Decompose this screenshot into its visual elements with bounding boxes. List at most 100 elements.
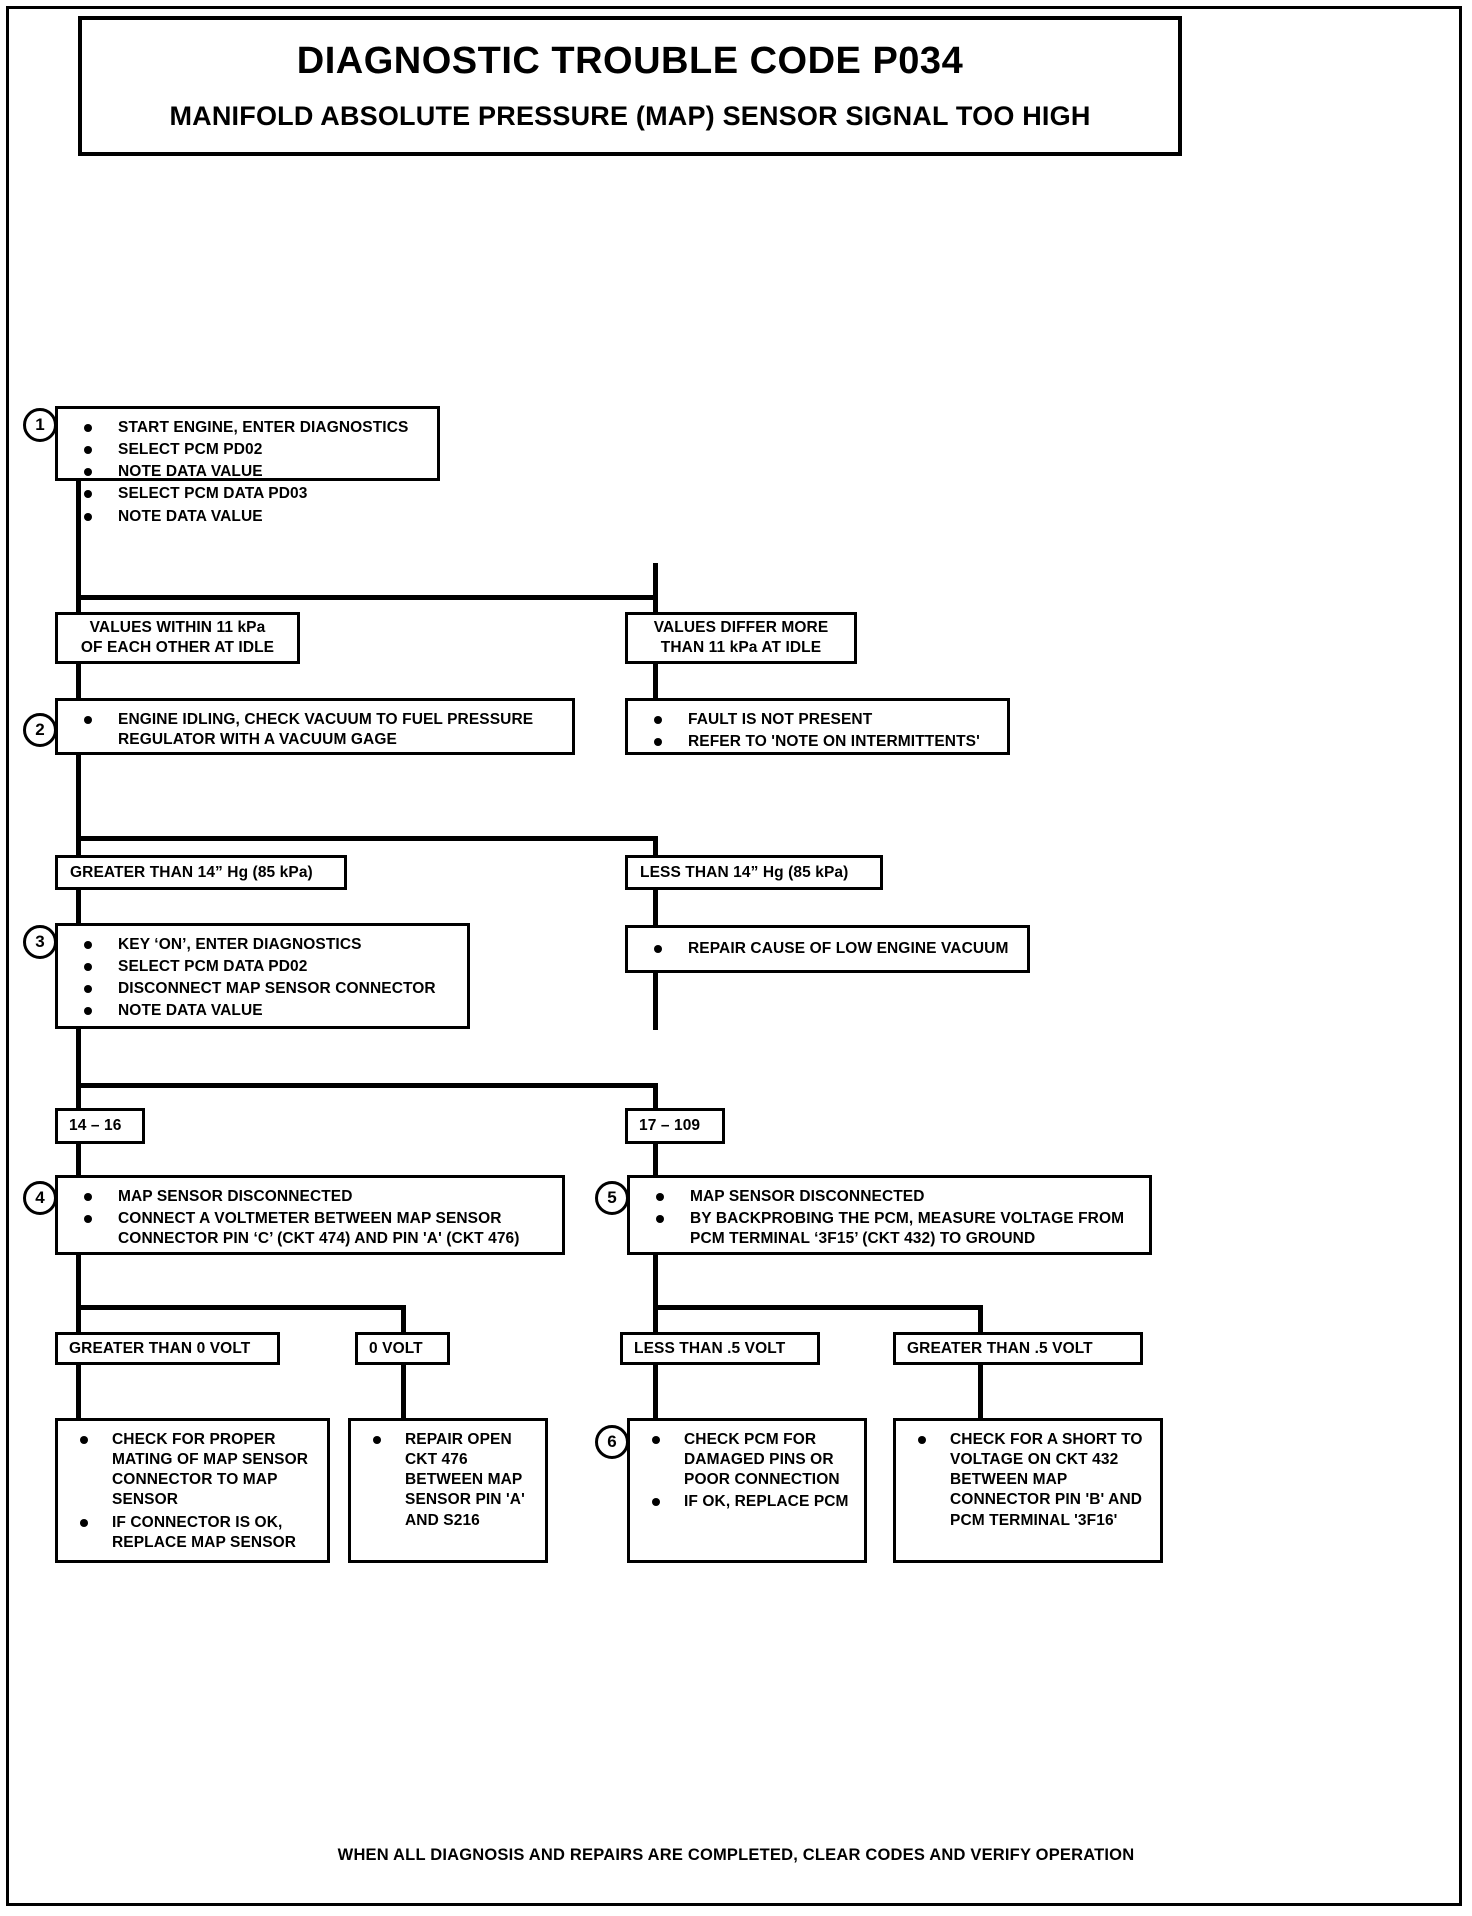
step-marker-4: 4 bbox=[23, 1181, 57, 1215]
bullet-line: PCM TERMINAL '3F16' bbox=[950, 1511, 1118, 1529]
list-item: BY BACKPROBING THE PCM, MEASURE VOLTAGE … bbox=[644, 1209, 1139, 1249]
bullet-line: NOTE DATA VALUE bbox=[118, 507, 263, 525]
bullet-line: ENGINE IDLING, CHECK VACUUM TO FUEL PRES… bbox=[118, 711, 534, 728]
step2-bullet-list: ENGINE IDLING, CHECK VACUUM TO FUEL PRES… bbox=[72, 710, 562, 750]
step-marker-6: 6 bbox=[595, 1425, 629, 1459]
bullet-line: REPAIR CAUSE OF LOW ENGINE VACUUM bbox=[688, 939, 1009, 957]
node-values-differ-11kpa: VALUES DIFFER MORE THAN 11 kPa AT IDLE bbox=[625, 612, 857, 664]
bullet-line: START ENGINE, ENTER DIAGNOSTICS bbox=[118, 419, 409, 436]
node-step2: ENGINE IDLING, CHECK VACUUM TO FUEL PRES… bbox=[55, 698, 575, 755]
bullet-icon bbox=[80, 1518, 88, 1527]
connector-step1-split bbox=[76, 595, 658, 600]
list-item: SELECT PCM DATA PD02 bbox=[72, 957, 457, 977]
node-check-short-ckt432: CHECK FOR A SHORT TO VOLTAGE ON CKT 432 … bbox=[893, 1418, 1163, 1563]
bullet-icon bbox=[652, 1436, 660, 1444]
cond-line: OF EACH OTHER AT IDLE bbox=[80, 639, 275, 656]
list-item: NOTE DATA VALUE bbox=[72, 507, 427, 527]
step-number-6: 6 bbox=[607, 1432, 617, 1451]
bullet-icon bbox=[84, 941, 92, 949]
list-item: ENGINE IDLING, CHECK VACUUM TO FUEL PRES… bbox=[72, 710, 562, 750]
connector-step2-stem bbox=[76, 655, 81, 855]
cond-line: 0 VOLT bbox=[369, 1339, 423, 1357]
connector-step2-split bbox=[76, 836, 658, 841]
bullet-line: CHECK FOR PROPER bbox=[112, 1431, 276, 1448]
step-marker-5: 5 bbox=[595, 1181, 629, 1215]
bullet-line: SELECT PCM PD02 bbox=[118, 441, 263, 459]
bullet-line: CONNECTOR TO MAP bbox=[112, 1471, 278, 1489]
bullet-line: CONNECTOR PIN ‘C’ (CKT 474) AND PIN 'A' … bbox=[118, 1230, 520, 1248]
node-range-14-16: 14 – 16 bbox=[55, 1108, 145, 1144]
bullet-icon bbox=[84, 446, 92, 455]
node-fault-not-present: FAULT IS NOT PRESENT REFER TO 'NOTE ON I… bbox=[625, 698, 1010, 755]
fault-bullet-list: FAULT IS NOT PRESENT REFER TO 'NOTE ON I… bbox=[642, 710, 997, 752]
bullet-line: SELECT PCM DATA PD03 bbox=[118, 485, 308, 503]
bullet-line: FAULT IS NOT PRESENT bbox=[688, 711, 873, 728]
cond-line: GREATER THAN .5 VOLT bbox=[907, 1339, 1093, 1357]
bullet-icon bbox=[80, 1436, 88, 1444]
bullet-line: IF CONNECTOR IS OK, bbox=[112, 1513, 283, 1531]
bullet-icon bbox=[918, 1436, 926, 1444]
repair-open-bullet-list: REPAIR OPEN CKT 476 BETWEEN MAP SENSOR P… bbox=[365, 1430, 535, 1531]
cond-line: LESS THAN 14” Hg (85 kPa) bbox=[640, 863, 849, 881]
bullet-icon bbox=[654, 716, 662, 724]
list-item: NOTE DATA VALUE bbox=[72, 1001, 457, 1021]
bullet-line: KEY ‘ON’, ENTER DIAGNOSTICS bbox=[118, 936, 362, 953]
connector-17109-down bbox=[653, 1105, 658, 1185]
list-item: IF CONNECTOR IS OK, REPLACE MAP SENSOR bbox=[72, 1513, 317, 1553]
node-values-within-11kpa: VALUES WITHIN 11 kPa OF EACH OTHER AT ID… bbox=[55, 612, 300, 664]
bullet-line: CHECK FOR A SHORT TO bbox=[950, 1431, 1143, 1448]
list-item: DISCONNECT MAP SENSOR CONNECTOR bbox=[72, 979, 457, 999]
connector-step5-split bbox=[653, 1305, 983, 1310]
bullet-icon bbox=[84, 716, 92, 724]
bullet-line: MAP SENSOR DISCONNECTED bbox=[118, 1188, 353, 1205]
step-number-5: 5 bbox=[607, 1188, 617, 1207]
bullet-icon bbox=[652, 1498, 660, 1507]
bullet-icon bbox=[654, 944, 662, 953]
connector-step5-right-drop bbox=[978, 1305, 983, 1335]
bullet-line: CHECK PCM FOR bbox=[684, 1431, 817, 1448]
connector-step3-split bbox=[76, 1083, 658, 1088]
bullet-line: BETWEEN MAP bbox=[405, 1471, 523, 1489]
list-item: MAP SENSOR DISCONNECTED bbox=[72, 1187, 552, 1207]
step4-bullet-list: MAP SENSOR DISCONNECTED CONNECT A VOLTME… bbox=[72, 1187, 552, 1249]
list-item: NOTE DATA VALUE bbox=[72, 462, 427, 482]
list-item: CHECK FOR A SHORT TO VOLTAGE ON CKT 432 … bbox=[910, 1430, 1150, 1531]
connector-gt5v-down bbox=[978, 1360, 983, 1420]
list-item: CONNECT A VOLTMETER BETWEEN MAP SENSOR C… bbox=[72, 1209, 552, 1249]
bullet-icon bbox=[84, 1215, 92, 1224]
cond-line: VALUES WITHIN 11 kPa bbox=[89, 619, 266, 637]
step3-bullet-list: KEY ‘ON’, ENTER DIAGNOSTICS SELECT PCM D… bbox=[72, 935, 457, 1022]
bullet-line: NOTE DATA VALUE bbox=[118, 463, 263, 481]
list-item: SELECT PCM DATA PD03 bbox=[72, 484, 427, 504]
bullet-line: IF OK, REPLACE PCM bbox=[684, 1493, 849, 1511]
bullet-line: NOTE DATA VALUE bbox=[118, 1002, 263, 1020]
connector-step4-split bbox=[76, 1305, 406, 1310]
list-item: CHECK PCM FOR DAMAGED PINS OR POOR CONNE… bbox=[644, 1430, 854, 1490]
node-greater-than-point5-volt: GREATER THAN .5 VOLT bbox=[893, 1332, 1143, 1365]
list-item: REFER TO 'NOTE ON INTERMITTENTS' bbox=[642, 732, 997, 752]
bullet-icon bbox=[373, 1436, 381, 1444]
node-repair-low-vacuum: REPAIR CAUSE OF LOW ENGINE VACUUM bbox=[625, 925, 1030, 973]
cond-line: GREATER THAN 14” Hg (85 kPa) bbox=[70, 863, 313, 881]
node-greater-than-0-volt: GREATER THAN 0 VOLT bbox=[55, 1332, 280, 1365]
cond-line: GREATER THAN 0 VOLT bbox=[69, 1339, 251, 1357]
bullet-line: REGULATOR WITH A VACUUM GAGE bbox=[118, 731, 397, 749]
check-short-bullet-list: CHECK FOR A SHORT TO VOLTAGE ON CKT 432 … bbox=[910, 1430, 1150, 1531]
node-step1: START ENGINE, ENTER DIAGNOSTICS SELECT P… bbox=[55, 406, 440, 525]
bullet-line: REPLACE MAP SENSOR bbox=[112, 1533, 297, 1551]
node-check-mating: CHECK FOR PROPER MATING OF MAP SENSOR CO… bbox=[55, 1418, 330, 1563]
list-item: KEY ‘ON’, ENTER DIAGNOSTICS bbox=[72, 935, 457, 955]
node-less-than-14hg: LESS THAN 14” Hg (85 kPa) bbox=[625, 855, 883, 890]
connector-step3-stem bbox=[76, 1000, 81, 1140]
bullet-icon bbox=[84, 1193, 92, 1201]
bullet-line: PCM TERMINAL ‘3F15’ (CKT 432) TO GROUND bbox=[690, 1230, 1036, 1248]
node-0-volt: 0 VOLT bbox=[355, 1332, 450, 1365]
bullet-icon bbox=[656, 1193, 664, 1201]
node-step4: MAP SENSOR DISCONNECTED CONNECT A VOLTME… bbox=[55, 1175, 565, 1255]
bullet-icon bbox=[84, 424, 92, 432]
connector-step3-right-drop bbox=[653, 1083, 658, 1108]
footer-note: WHEN ALL DIAGNOSIS AND REPAIRS ARE COMPL… bbox=[337, 1846, 1135, 1864]
title-header: DIAGNOSTIC TROUBLE CODE P034 MANIFOLD AB… bbox=[78, 16, 1182, 156]
bullet-line: CONNECT A VOLTMETER BETWEEN MAP SENSOR bbox=[118, 1210, 502, 1228]
bullet-line: BETWEEN MAP bbox=[950, 1471, 1068, 1489]
